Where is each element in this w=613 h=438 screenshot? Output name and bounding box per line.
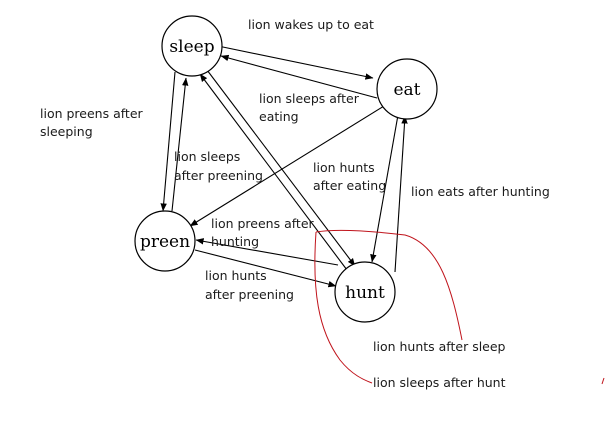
label-lion-hunts-after-sleep: lion hunts after sleep xyxy=(373,339,506,354)
node-eat: eat xyxy=(376,58,438,120)
label-lion-preens-after-hunting-line2: hunting xyxy=(211,234,259,249)
label-lion-preens-after-sleeping-line2: sleeping xyxy=(40,124,93,139)
node-hunt-label: hunt xyxy=(345,283,385,303)
label-lion-sleeps-after-preening-line2: after preening xyxy=(174,168,263,183)
edge-hunt-to-preen xyxy=(195,238,339,266)
label-lion-sleeps-after-eating-line2: eating xyxy=(259,109,299,124)
node-preen: preen xyxy=(134,210,196,272)
edge-eat-to-preen xyxy=(189,105,385,227)
edge-sleep-to-hunt xyxy=(206,69,356,267)
label-lion-wakes-up-to-eat: lion wakes up to eat xyxy=(248,17,374,32)
node-preen-label: preen xyxy=(140,232,190,252)
edge-eat-to-sleep xyxy=(220,54,378,99)
node-hunt: hunt xyxy=(334,261,396,323)
edge-eat-to-hunt xyxy=(370,114,399,263)
label-lion-sleeps-after-preening-line1: lion sleeps xyxy=(174,149,240,164)
node-sleep-label: sleep xyxy=(169,37,214,57)
annotation-curve xyxy=(314,229,463,384)
node-eat-label: eat xyxy=(393,80,420,100)
label-lion-sleeps-after-eating-line1: lion sleeps after xyxy=(259,91,360,106)
label-lion-hunts-after-preening-line2: after preening xyxy=(205,287,294,302)
edge-sleep-to-preen xyxy=(160,71,176,212)
annotation-tick xyxy=(601,377,605,385)
label-lion-preens-after-sleeping-line1: lion preens after xyxy=(40,106,144,121)
edge-sleep-to-eat xyxy=(217,45,374,80)
edge-hunt-to-sleep xyxy=(199,73,348,271)
label-lion-sleeps-after-hunt: lion sleeps after hunt xyxy=(373,375,506,390)
node-sleep: sleep xyxy=(161,15,223,77)
label-lion-hunts-after-preening-line1: lion hunts xyxy=(205,268,267,283)
label-lion-hunts-after-eating-line1: lion hunts xyxy=(313,160,375,175)
edge-preen-to-hunt xyxy=(194,249,337,288)
label-lion-hunts-after-eating-line2: after eating xyxy=(313,178,386,193)
label-lion-preens-after-hunting-line1: lion preens after xyxy=(211,216,315,231)
edge-hunt-to-eat xyxy=(394,115,408,273)
edge-preen-to-sleep xyxy=(171,77,189,212)
label-lion-eats-after-hunting: lion eats after hunting xyxy=(411,184,550,199)
